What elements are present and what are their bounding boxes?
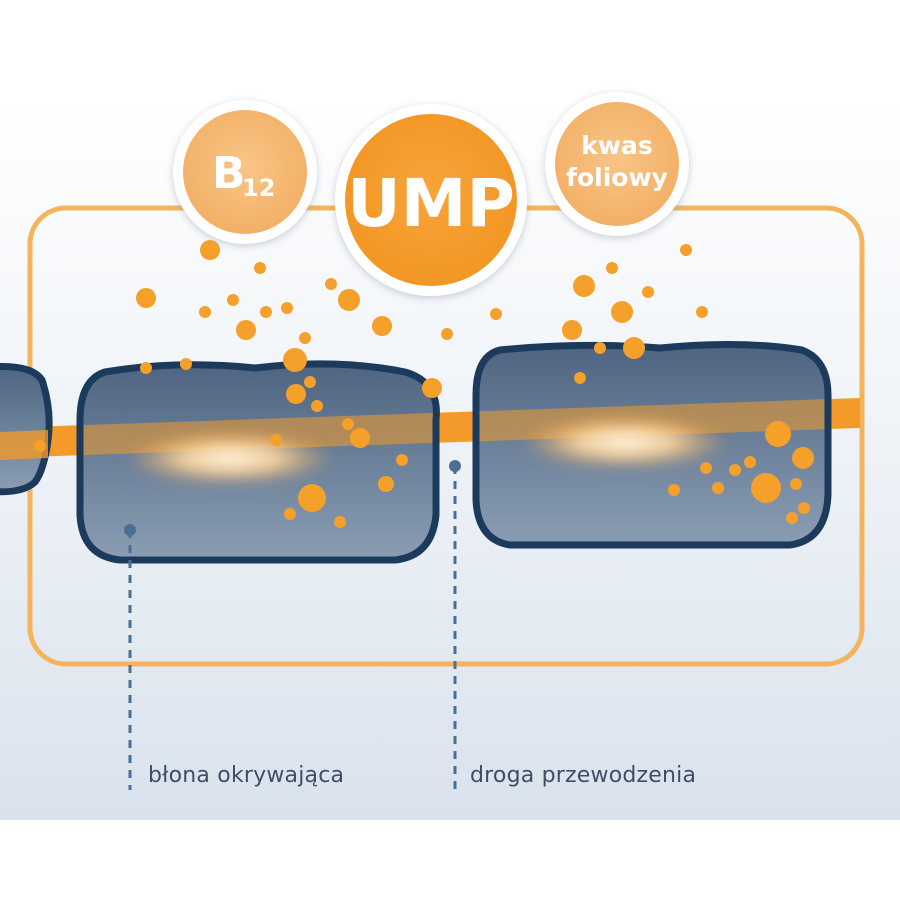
nutrient-particle bbox=[680, 244, 692, 256]
badge-folic-acid bbox=[545, 92, 689, 236]
nutrient-particle bbox=[378, 476, 394, 492]
nutrient-particle bbox=[422, 378, 442, 398]
b12-main-text: B bbox=[212, 148, 246, 199]
nutrient-particle bbox=[298, 484, 326, 512]
nutrient-particle bbox=[270, 434, 282, 446]
badge-b12-text: B 12 bbox=[212, 148, 275, 202]
nutrient-particle bbox=[792, 447, 814, 469]
badge-folic-acid-text: kwas foliowy bbox=[566, 131, 668, 192]
nutrient-particle bbox=[490, 308, 502, 320]
nutrient-particle bbox=[611, 301, 633, 323]
nutrient-particle bbox=[260, 306, 272, 318]
nutrient-particle bbox=[396, 454, 408, 466]
nutrient-particle bbox=[342, 418, 354, 430]
nutrient-particle bbox=[299, 332, 311, 344]
ump-text: UMP bbox=[347, 165, 515, 242]
nutrient-particle bbox=[254, 262, 266, 274]
nutrient-particle bbox=[372, 316, 392, 336]
myelin-cell-right bbox=[472, 340, 832, 549]
nutrient-particle bbox=[594, 342, 606, 354]
nutrient-particle bbox=[751, 473, 781, 503]
nutrient-particle bbox=[798, 502, 810, 514]
myelin-cell-left bbox=[76, 360, 440, 564]
folic-line2-text: foliowy bbox=[566, 163, 668, 192]
nutrient-particle bbox=[140, 362, 152, 374]
nutrient-particle bbox=[136, 288, 156, 308]
nutrient-particle bbox=[283, 348, 307, 372]
nutrient-particle bbox=[200, 240, 220, 260]
nutrient-particle bbox=[304, 376, 316, 388]
nutrient-particle bbox=[712, 482, 724, 494]
nutrient-particle bbox=[700, 462, 712, 474]
nutrient-particle bbox=[562, 320, 582, 340]
nutrient-particles bbox=[34, 240, 814, 528]
nutrient-particle bbox=[180, 358, 192, 370]
label-membrane: błona okrywająca bbox=[148, 763, 345, 788]
folic-line1-text: kwas bbox=[581, 131, 652, 160]
nutrient-particle bbox=[696, 306, 708, 318]
nutrient-particle bbox=[574, 372, 586, 384]
nutrient-particle bbox=[668, 484, 680, 496]
nutrient-particle bbox=[786, 512, 798, 524]
nutrient-particle bbox=[606, 262, 618, 274]
nutrient-particle bbox=[350, 428, 370, 448]
leader-pathway bbox=[449, 460, 461, 790]
nutrient-particle bbox=[573, 275, 595, 297]
nutrient-particle bbox=[765, 421, 791, 447]
bottom-margin bbox=[0, 820, 900, 900]
nutrient-particle bbox=[441, 328, 453, 340]
nutrient-particle bbox=[286, 384, 306, 404]
nutrient-particle bbox=[790, 478, 802, 490]
nutrient-particle bbox=[338, 289, 360, 311]
nutrient-particle bbox=[325, 278, 337, 290]
nutrient-particle bbox=[642, 286, 654, 298]
cell-partial-left bbox=[0, 363, 53, 496]
nutrient-particle bbox=[199, 306, 211, 318]
nutrient-particle bbox=[236, 320, 256, 340]
nutrient-particle bbox=[623, 337, 645, 359]
nutrient-particle bbox=[311, 400, 323, 412]
b12-subscript-text: 12 bbox=[242, 174, 275, 202]
label-pathway: droga przewodzenia bbox=[470, 763, 697, 788]
nutrient-particle bbox=[34, 440, 46, 452]
nutrient-particle bbox=[227, 294, 239, 306]
leader-membrane bbox=[124, 524, 136, 790]
nutrient-particle bbox=[744, 456, 756, 468]
nutrient-particle bbox=[284, 508, 296, 520]
badge-b12 bbox=[173, 100, 317, 244]
badge-ump bbox=[335, 104, 527, 296]
nutrient-particle bbox=[729, 464, 741, 476]
nutrient-particle bbox=[334, 516, 346, 528]
nutrient-particle bbox=[281, 302, 293, 314]
